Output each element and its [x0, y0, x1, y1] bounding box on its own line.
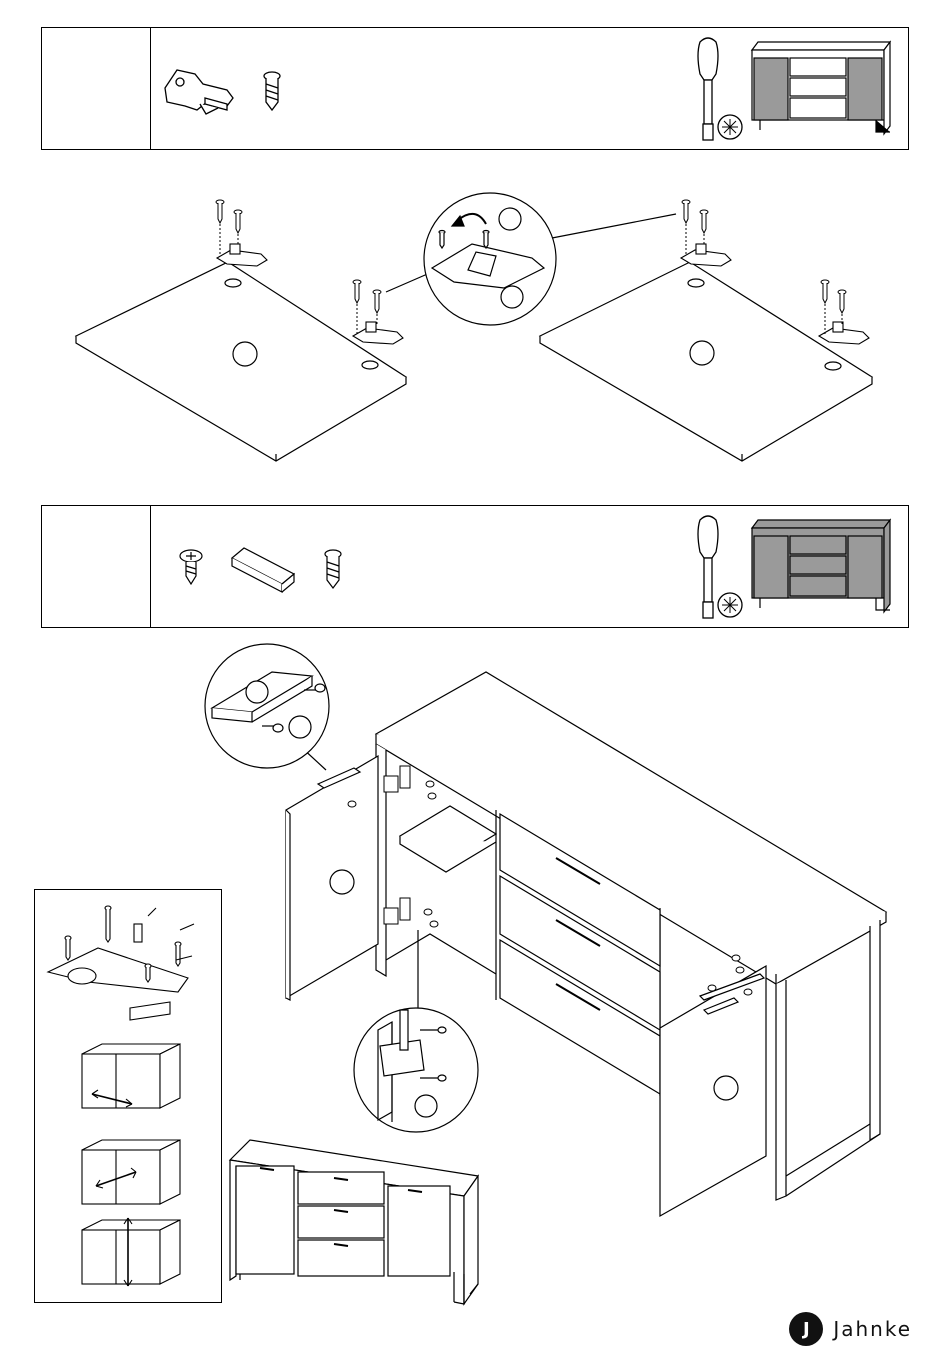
door	[236, 1166, 294, 1274]
brand-name: Jahnke	[833, 1317, 912, 1341]
drawer	[298, 1172, 384, 1204]
brand-logo: J Jahnke	[789, 1312, 912, 1346]
jahnke-logo-icon: J	[789, 1312, 823, 1346]
door	[388, 1186, 450, 1276]
